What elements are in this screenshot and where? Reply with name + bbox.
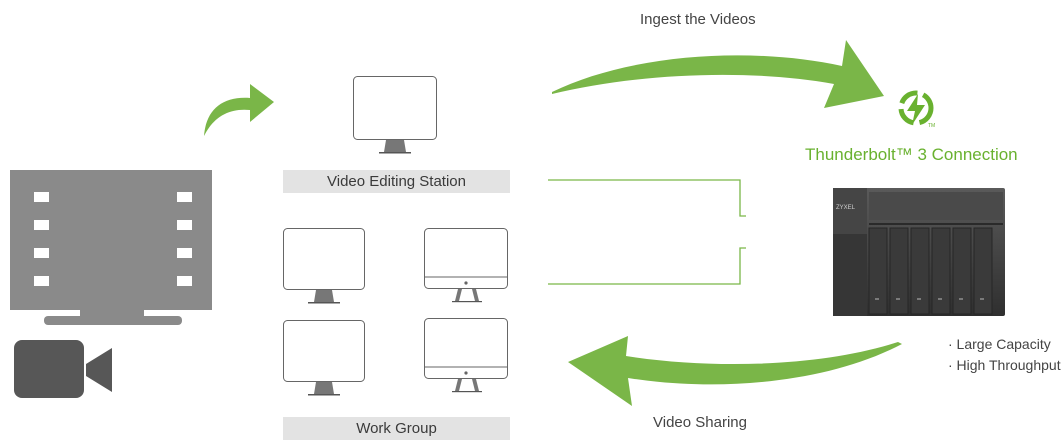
imac-icon [424, 228, 508, 303]
work-group-label: Work Group [283, 417, 510, 440]
monitor-icon [353, 76, 437, 154]
video-camera-icon [14, 340, 112, 398]
svg-text:TM: TM [928, 123, 935, 129]
curved-arrow-icon [552, 40, 884, 108]
film-strip-icon [10, 170, 212, 325]
connection-lines [548, 179, 746, 285]
imac-icon [424, 318, 508, 393]
monitor-icon [283, 320, 365, 396]
feature-high-throughput: · High Throughput [948, 357, 1061, 373]
video-sharing-label: Video Sharing [653, 414, 747, 431]
curved-arrow-icon [568, 336, 902, 406]
thunderbolt-icon: TM [898, 90, 935, 129]
nas-device-icon: ZYXEL [833, 188, 1005, 316]
nas-brand-logo: ZYXEL [836, 205, 856, 211]
thunderbolt-connection-label: Thunderbolt™ 3 Connection [805, 145, 1018, 164]
feature-large-capacity: · Large Capacity [948, 336, 1051, 352]
monitor-icon [283, 228, 365, 304]
editing-station-label: Video Editing Station [283, 170, 510, 193]
curved-arrow-icon [204, 84, 274, 136]
ingest-label: Ingest the Videos [640, 11, 756, 28]
